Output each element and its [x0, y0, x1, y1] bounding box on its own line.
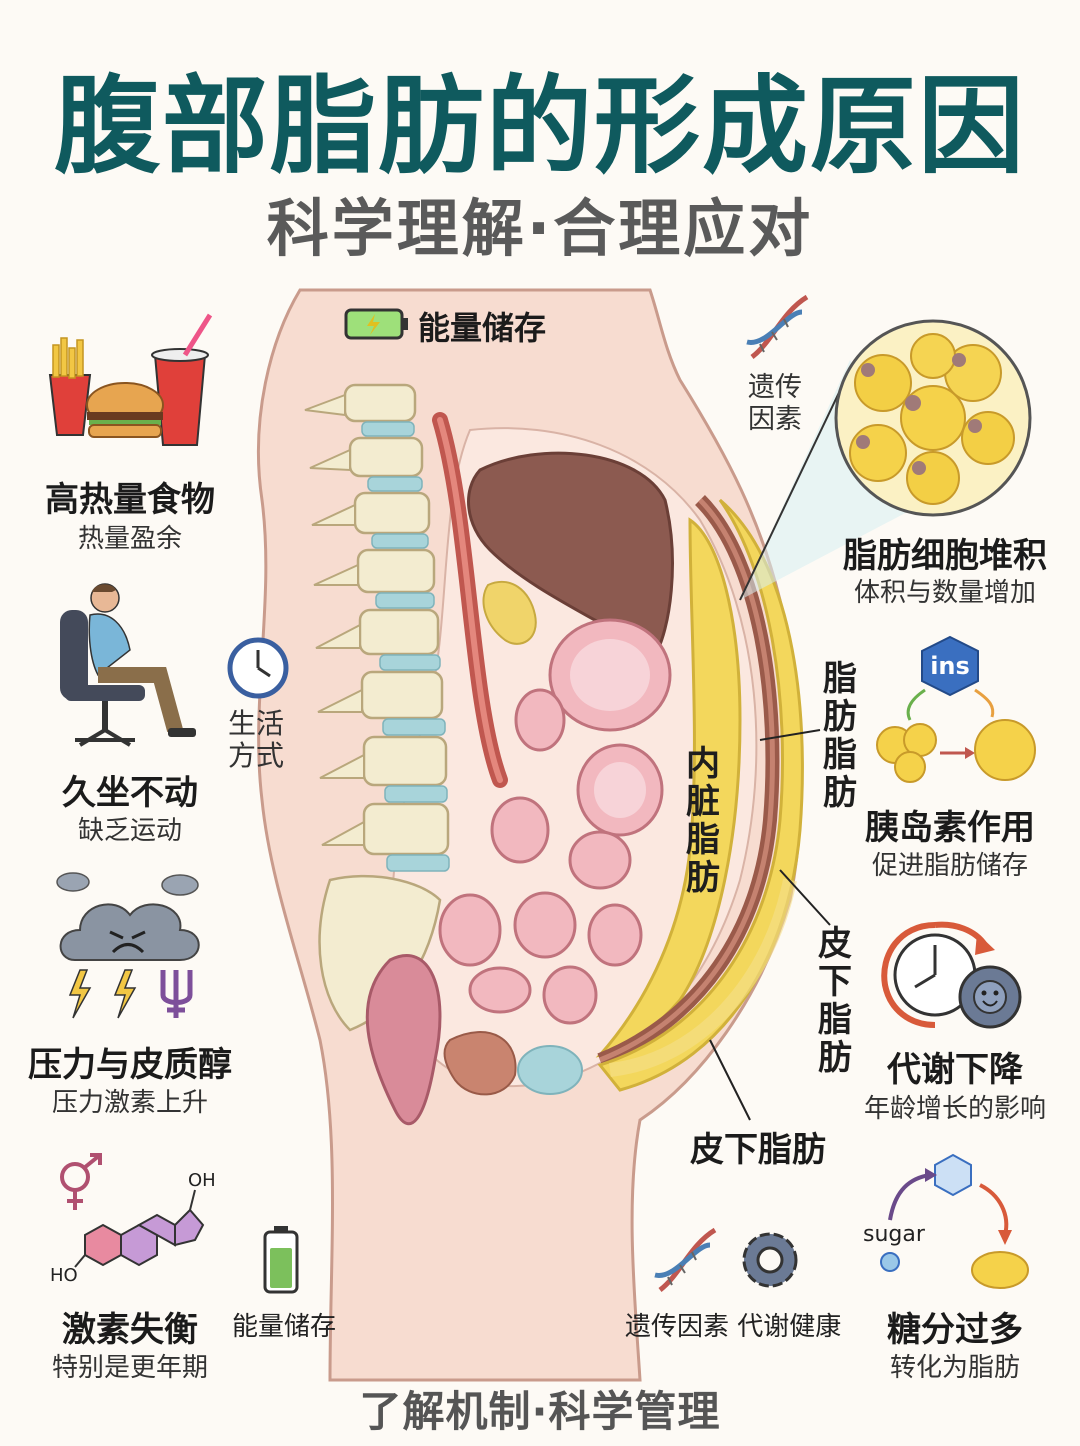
sugar-tag: sugar — [863, 1222, 925, 1247]
vertebra — [348, 436, 424, 478]
bottom-energy-label: 能量储存 — [232, 1312, 337, 1342]
food-title: 高热量食物 — [45, 480, 215, 520]
spinal-disc — [379, 654, 441, 671]
battery-vertical-icon — [263, 1226, 299, 1294]
vertebra — [360, 670, 444, 720]
spinous-processes — [304, 393, 365, 846]
gear-icon — [742, 1232, 798, 1288]
leader-line — [779, 869, 831, 926]
battery-icon — [344, 308, 408, 340]
hormone-molecule-icon — [60, 1153, 205, 1268]
insulin-diagram-icon — [876, 635, 1036, 783]
vertebra — [343, 383, 417, 423]
vertebra — [353, 491, 431, 535]
stress-title: 压力与皮质醇 — [28, 1045, 232, 1085]
sugar-conversion-icon — [880, 1153, 1029, 1289]
insulin-subtitle: 促进脂肪储存 — [871, 851, 1028, 881]
sitting-person-icon — [60, 583, 196, 747]
lifestyle-label: 生活方式 — [228, 707, 285, 772]
hormone-title: 激素失衡 — [62, 1310, 198, 1350]
genetic-top-label: 遗传因素 — [748, 372, 802, 435]
metabolism-subtitle: 年龄增长的影响 — [863, 1094, 1046, 1124]
oh-label: OH — [188, 1170, 216, 1191]
page-subtitle: 科学理解·合理应对 — [266, 192, 814, 265]
spinal-disc — [371, 533, 429, 549]
intestines — [438, 618, 672, 1025]
ho-label: HO — [50, 1265, 78, 1286]
clock-icon — [227, 637, 289, 699]
sitting-title: 久坐不动 — [62, 773, 198, 813]
hormone-subtitle: 特别是更年期 — [51, 1353, 208, 1383]
leader-line — [709, 1039, 751, 1121]
spinal-discs — [361, 421, 450, 872]
metabolism-title: 代谢下降 — [887, 1050, 1023, 1090]
bone-blue — [517, 1045, 583, 1095]
fast-food-icon — [48, 313, 213, 446]
footer-text: 了解机制·科学管理 — [359, 1387, 721, 1436]
subcutaneous-fat-layer — [597, 498, 804, 1092]
metabolism-clock-gear-icon — [881, 921, 1022, 1029]
spinal-disc — [367, 476, 423, 492]
fat-vertical-label: 脂肪脂肪 — [823, 659, 857, 813]
sugar-title: 糖分过多 — [887, 1310, 1023, 1350]
vertebra — [358, 608, 440, 656]
page-title: 腹部脂肪的形成原因 — [54, 65, 1026, 188]
pelvic-organ — [365, 954, 442, 1126]
energy-storage-top-label: 能量储存 — [418, 309, 547, 347]
spinal-disc — [382, 718, 446, 736]
spinal-disc — [386, 854, 450, 872]
visceral-fat-label: 内脏脂肪 — [686, 744, 720, 898]
sugar-subtitle: 转化为脂肪 — [889, 1353, 1020, 1383]
pancreas — [482, 580, 537, 645]
fat-cell-zoom — [834, 319, 1032, 517]
spinal-disc — [361, 421, 415, 437]
food-subtitle: 热量盈余 — [77, 524, 182, 554]
sitting-subtitle: 缺乏运动 — [77, 816, 182, 846]
subcutaneous-bottom-label: 皮下脂肪 — [690, 1130, 826, 1170]
subcutaneous-vertical-label: 皮下脂肪 — [818, 924, 852, 1078]
spinal-disc — [375, 592, 435, 609]
stress-cloud-icon — [56, 872, 200, 1019]
dna-bottom-icon — [654, 1227, 717, 1292]
vertebra — [362, 802, 450, 856]
stress-subtitle: 压力激素上升 — [51, 1088, 208, 1118]
vertebra — [362, 735, 448, 787]
bottom-genetic-label: 遗传因素 代谢健康 — [625, 1312, 842, 1342]
insulin-badge: ins — [930, 652, 970, 680]
spine — [318, 383, 450, 1032]
spinal-disc — [384, 785, 448, 803]
fat-cells-subtitle: 体积与数量增加 — [853, 578, 1036, 608]
vertebra — [356, 548, 436, 594]
dna-icon — [746, 294, 809, 359]
insulin-title: 胰岛素作用 — [865, 808, 1035, 848]
bladder — [443, 1031, 517, 1096]
leader-line — [759, 729, 821, 741]
fat-cells-title: 脂肪细胞堆积 — [843, 536, 1047, 576]
